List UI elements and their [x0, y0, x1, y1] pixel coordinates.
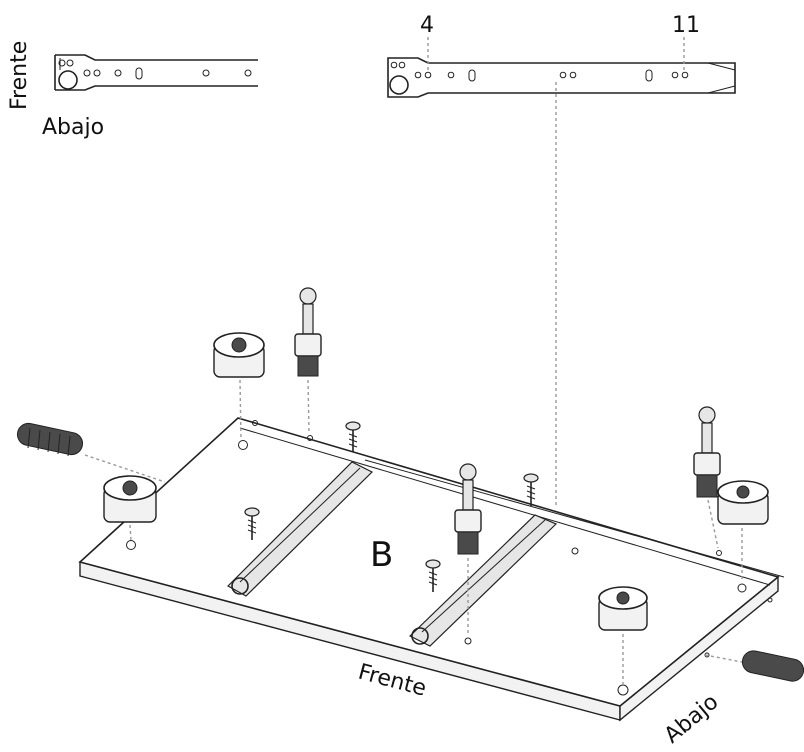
screw-left — [244, 507, 260, 540]
label-hole-11: 11 — [672, 13, 700, 38]
runner-right — [408, 514, 558, 647]
cam-lock-left — [103, 475, 157, 523]
panel-letter: B — [370, 535, 393, 575]
panel-b — [78, 417, 785, 722]
label-abajo-panel: Abajo — [660, 690, 724, 749]
label-hole-4: 4 — [420, 13, 434, 38]
guide-line-cam-left — [129, 524, 132, 542]
reference-rail-large — [387, 57, 736, 98]
guide-line-bolt-right — [707, 499, 719, 549]
screw-top — [345, 421, 361, 452]
guide-line-dowel-right — [704, 654, 743, 663]
label-abajo-reference: Abajo — [42, 115, 104, 140]
runner-left — [227, 461, 374, 597]
guide-line-dowel-left — [84, 454, 166, 483]
reference-rail-small — [54, 54, 258, 91]
bolt-upper-left — [294, 287, 322, 377]
cam-lock-center — [598, 586, 648, 631]
bolt-right — [693, 406, 721, 498]
guide-line-cam-upper-left — [239, 379, 242, 441]
dowel-right — [741, 650, 804, 682]
screw-center-low — [425, 559, 441, 592]
screw-center-top — [523, 473, 539, 506]
guide-line-bolt-upper-left — [307, 379, 310, 433]
cam-lock-right — [717, 480, 769, 525]
cam-lock-upper-left — [213, 332, 265, 378]
label-frente-reference: Frente — [7, 41, 32, 110]
bolt-center — [454, 463, 482, 555]
dowel-left — [16, 422, 84, 457]
